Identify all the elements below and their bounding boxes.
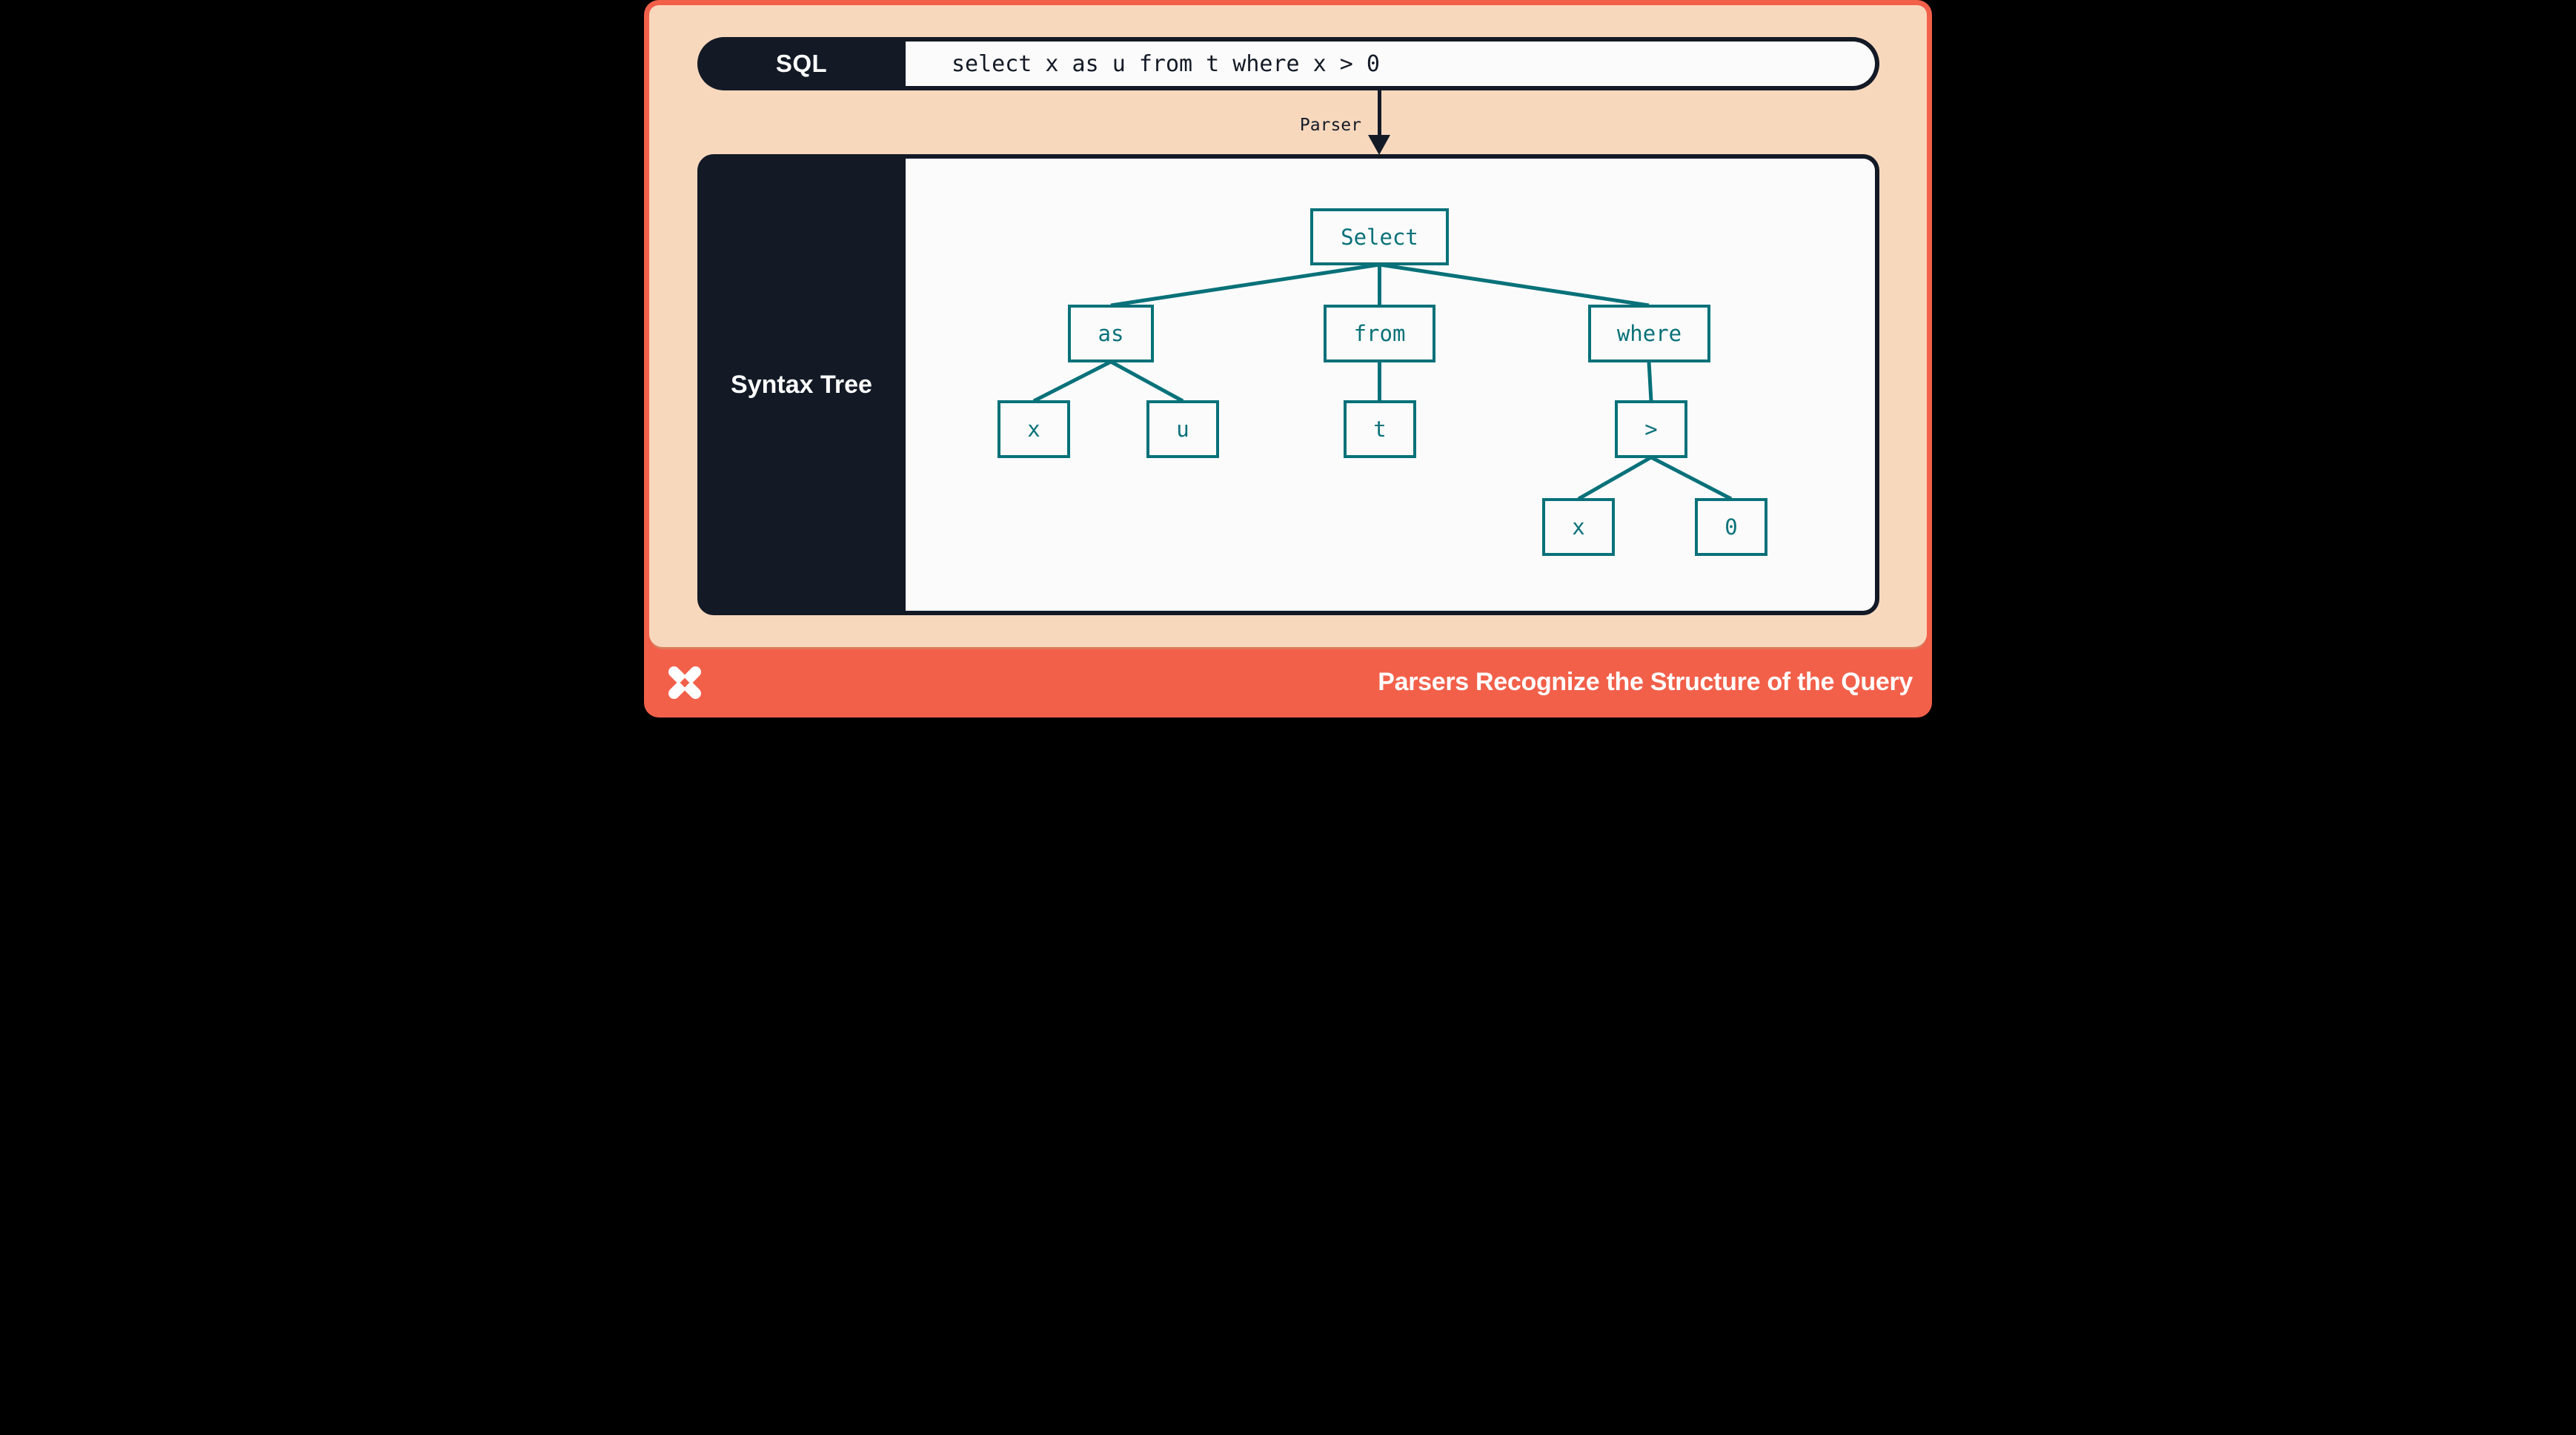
slide-frame: SQL select x as u from t where x > 0 Par… — [644, 0, 1932, 718]
tree-node-x-alias: x — [997, 400, 1070, 458]
sql-label: SQL — [775, 50, 828, 77]
footer-title: Parsers Recognize the Structure of the Q… — [1378, 668, 1913, 696]
footer-bar: Parsers Recognize the Structure of the Q… — [644, 647, 1932, 718]
parser-label: Parser — [1299, 116, 1361, 135]
four-point-star-logo-icon — [668, 666, 701, 699]
parser-arrow-head-icon — [1368, 135, 1390, 155]
tree-node-zero: 0 — [1695, 498, 1767, 556]
tree-node-as: as — [1068, 305, 1154, 362]
tree-node-from: from — [1324, 305, 1435, 362]
tree-node-t: t — [1344, 400, 1416, 458]
sql-query-pill: SQL select x as u from t where x > 0 — [697, 37, 1879, 90]
sql-query-field: select x as u from t where x > 0 — [906, 42, 1875, 86]
tree-node-x-operand: x — [1542, 498, 1615, 556]
tree-node-u: u — [1146, 400, 1219, 458]
tree-node-greater-than: > — [1615, 400, 1687, 458]
parser-arrow-line — [1378, 90, 1381, 138]
tree-node-where: where — [1588, 305, 1710, 362]
sql-query-text: select x as u from t where x > 0 — [952, 50, 1380, 77]
syntax-tree-label: Syntax Tree — [731, 370, 872, 399]
tree-node-select: Select — [1310, 208, 1449, 265]
